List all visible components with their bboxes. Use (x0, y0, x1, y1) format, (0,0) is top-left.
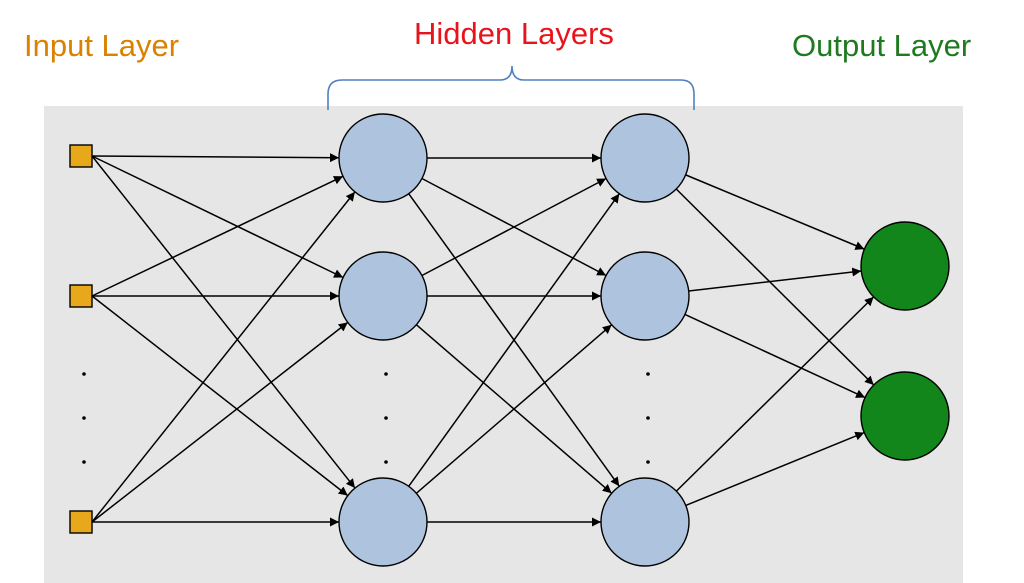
ellipsis-dot (646, 372, 650, 376)
connection-edge (91, 191, 356, 523)
ellipsis-dot (82, 416, 86, 420)
hidden-layers-label: Hidden Layers (414, 16, 614, 51)
connection-edge (91, 175, 344, 297)
input-layer-label: Input Layer (24, 28, 180, 63)
hidden-2-node (600, 113, 690, 203)
ellipsis-dot (82, 460, 86, 464)
connection-edge (675, 188, 875, 386)
connection-edge (408, 193, 620, 487)
hidden-layers-brace (327, 65, 695, 110)
ellipsis-dot (646, 460, 650, 464)
hidden-2-node (600, 251, 690, 341)
output-layer-label: Output Layer (792, 28, 972, 63)
ellipsis-dot (384, 460, 388, 464)
connection-edge (91, 295, 349, 497)
connection-edge (675, 296, 875, 492)
connection-edge (415, 324, 613, 494)
ellipsis-dot (384, 372, 388, 376)
connections (91, 153, 875, 527)
ellipsis-dot (646, 416, 650, 420)
hidden-2-node (600, 477, 690, 567)
nodes (69, 113, 950, 567)
ellipsis-dot (82, 372, 86, 376)
connection-edge (685, 174, 865, 250)
input-node (69, 510, 93, 534)
output-node (860, 221, 950, 311)
connection-edge (685, 431, 865, 507)
input-node (69, 284, 93, 308)
connection-edge (684, 313, 866, 399)
connection-edge (91, 153, 340, 163)
connection-edge (688, 267, 862, 292)
hidden-1-node (338, 251, 428, 341)
ellipsis-dots (82, 372, 650, 464)
hidden-1-node (338, 477, 428, 567)
ellipsis-dot (384, 416, 388, 420)
output-node (860, 371, 950, 461)
connection-edge (421, 177, 607, 277)
input-node (69, 144, 93, 168)
connection-edge (91, 321, 349, 523)
diagram-panel (44, 106, 963, 583)
hidden-1-node (338, 113, 428, 203)
connection-edge (91, 155, 344, 279)
connection-edge (91, 155, 356, 489)
